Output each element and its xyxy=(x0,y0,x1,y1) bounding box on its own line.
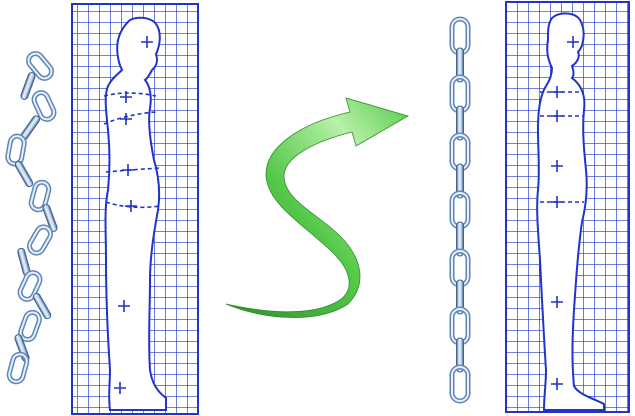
twisted-chain-icon xyxy=(7,51,58,384)
chain-link xyxy=(8,353,29,384)
right-posture-grid xyxy=(506,2,629,412)
chain-link xyxy=(27,224,53,255)
chain-link xyxy=(14,160,34,188)
chain-link xyxy=(7,135,26,165)
left-posture-grid xyxy=(72,4,198,414)
s-curve-arrow-icon xyxy=(226,98,408,318)
straight-chain-icon xyxy=(452,19,468,401)
